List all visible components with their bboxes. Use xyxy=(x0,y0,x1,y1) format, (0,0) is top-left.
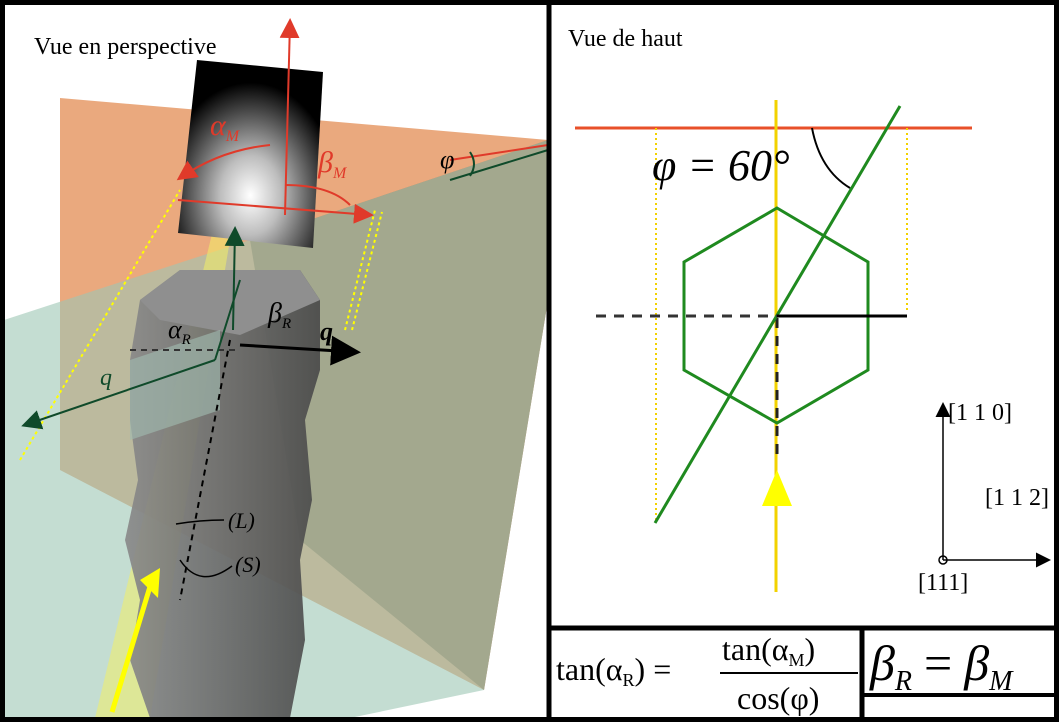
incident-arrow xyxy=(109,579,155,713)
detector-image xyxy=(178,60,323,248)
beam-dot-right xyxy=(344,209,376,331)
yellow-arrow-head xyxy=(762,470,792,506)
phi-60-arc xyxy=(811,127,851,189)
perspective-title: Vue en perspective xyxy=(34,34,216,60)
phi-line-red xyxy=(449,144,549,161)
axis-right-label: [1 1 2] xyxy=(985,485,1049,511)
phi-60-label: φ = 60° xyxy=(652,141,790,190)
q-right-label: q xyxy=(320,317,333,346)
phi-label: φ xyxy=(440,145,454,174)
formula-1-denominator: cos(φ) xyxy=(737,680,819,716)
phi-arc xyxy=(469,151,475,177)
incident-arrow-head xyxy=(140,568,160,598)
crystal-dashed-axis xyxy=(179,339,231,601)
beta-M-arc xyxy=(284,184,351,206)
beta-M-label: βM xyxy=(317,146,348,182)
beam-dot-left xyxy=(19,189,181,461)
top-view-title: Vue de haut xyxy=(568,26,683,52)
S-label: (S) xyxy=(235,552,261,577)
top-view-panel: Vue de haut φ = 60° [1 1 0] [1 1 2] [111… xyxy=(568,26,1051,596)
formula-panel-1: tan(αR) = tan(αM) cos(φ) xyxy=(556,631,858,716)
L-pointer xyxy=(175,519,225,525)
red-baseline xyxy=(177,199,374,224)
axis-up-label: [1 1 0] xyxy=(948,400,1012,426)
hexagon xyxy=(682,206,870,425)
axis-origin-dot xyxy=(938,555,948,565)
green-vertical-vector xyxy=(224,226,245,331)
beam-dot-right-2 xyxy=(351,211,383,331)
vertical-red-axis xyxy=(279,18,300,216)
beta-R-label: βR xyxy=(267,298,291,332)
axis-origin-label: [111] xyxy=(918,570,968,596)
crystal-front-block xyxy=(130,330,220,440)
alpha-R-label: αR xyxy=(168,315,191,348)
q-vector-left xyxy=(21,359,216,430)
alpha-M-label: αM xyxy=(210,109,241,145)
q-left-label: q xyxy=(100,365,112,391)
perspective-panel: Vue en perspective αM βM φ αR βR q q (L)… xyxy=(4,4,549,718)
formula-2: βR=βM xyxy=(869,635,1014,697)
q-vector-right xyxy=(239,335,361,366)
phi-line-green xyxy=(449,149,549,181)
formula-panel-2: βR=βM xyxy=(869,635,1014,697)
formula-1-lhs: tan(αR) = xyxy=(556,651,671,690)
alpha-M-arc xyxy=(176,144,271,181)
green-line-back xyxy=(214,279,241,361)
S-pointer xyxy=(179,559,233,578)
crystal-top-face xyxy=(140,270,320,335)
formula-1-numerator: tan(αM) xyxy=(722,631,815,670)
L-label: (L) xyxy=(228,508,255,533)
